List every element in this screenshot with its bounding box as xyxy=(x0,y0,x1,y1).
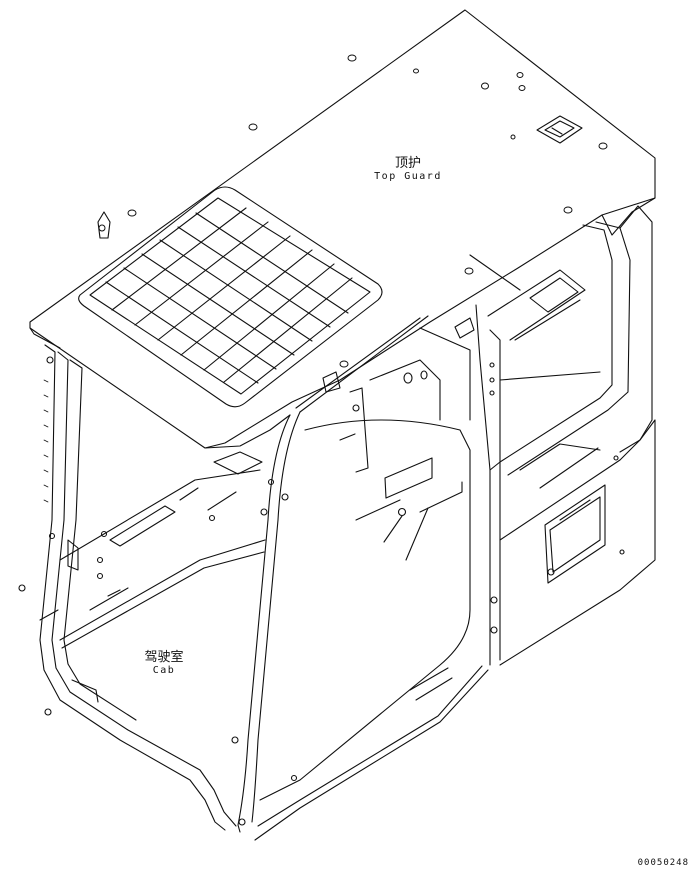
top-hatch-latch xyxy=(536,115,583,144)
label-plate xyxy=(355,457,463,561)
cab-left-side-panel xyxy=(39,451,453,703)
cab-door-frame xyxy=(204,411,489,841)
top-guard-label: 顶护 Top Guard xyxy=(368,152,448,182)
cab-cross-members xyxy=(339,254,601,473)
mesh-guard xyxy=(78,186,383,408)
frame-seam-ticks xyxy=(43,379,49,503)
drawing-number: 00050248 xyxy=(637,858,689,868)
cab-label-en: Cab xyxy=(152,665,176,676)
cab-rear-pillars xyxy=(475,205,653,666)
cab-label: 驾驶室 Cab xyxy=(128,646,200,676)
cab-front-left-pillar xyxy=(18,344,237,831)
cab-label-cn: 驾驶室 xyxy=(144,650,184,665)
top-guard-label-en: Top Guard xyxy=(374,171,442,182)
top-guard-label-cn: 顶护 xyxy=(394,156,421,171)
top-guard-plate xyxy=(29,9,656,449)
top-guard-brackets xyxy=(97,211,475,413)
cab-rear-panel xyxy=(499,419,656,666)
top-plate-holes xyxy=(98,54,608,368)
